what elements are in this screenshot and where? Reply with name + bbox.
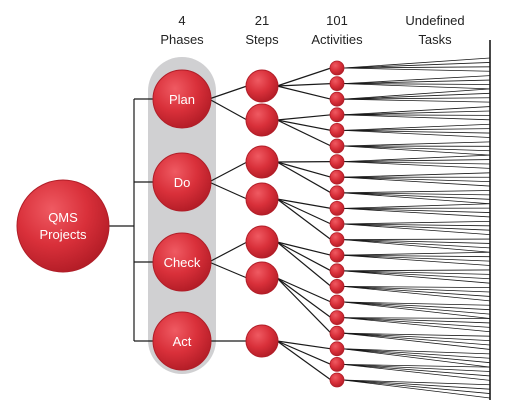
- activities-count: 101: [326, 13, 348, 28]
- phase-band: [148, 57, 216, 374]
- step-node[interactable]: [245, 261, 279, 295]
- activity-node[interactable]: [329, 356, 345, 372]
- phase-node-do[interactable]: Do: [152, 152, 212, 212]
- root-label-line2: Projects: [40, 227, 87, 242]
- phase-label: Do: [174, 175, 191, 190]
- steps-count: 21: [255, 13, 269, 28]
- activities-header: Activities: [311, 32, 363, 47]
- column-headers: 4 Phases 21 Steps 101 Activities Undefin…: [160, 13, 464, 47]
- activity-node[interactable]: [329, 263, 345, 279]
- phase-step-connectors: [208, 85, 248, 342]
- step-node[interactable]: [245, 103, 279, 137]
- activity-node[interactable]: [329, 76, 345, 91]
- root-node[interactable]: QMS Projects: [16, 179, 110, 273]
- tasks-header-line2: Tasks: [418, 32, 452, 47]
- phases-header: Phases: [160, 32, 204, 47]
- activity-node[interactable]: [329, 278, 345, 294]
- phase-label: Check: [164, 255, 201, 270]
- root-label-line1: QMS: [48, 210, 78, 225]
- activity-node[interactable]: [329, 325, 345, 341]
- activity-node[interactable]: [329, 60, 345, 76]
- activity-node[interactable]: [329, 310, 345, 326]
- phase-node-check[interactable]: Check: [152, 232, 212, 292]
- activity-node[interactable]: [329, 247, 345, 263]
- activity-nodes: [329, 60, 345, 388]
- activity-node[interactable]: [329, 154, 345, 170]
- activity-node[interactable]: [329, 91, 345, 107]
- steps-header: Steps: [245, 32, 279, 47]
- step-node[interactable]: [245, 145, 279, 179]
- activity-node[interactable]: [329, 372, 345, 388]
- step-activity-connectors: [276, 67, 332, 381]
- step-nodes: [245, 69, 279, 358]
- activity-node[interactable]: [329, 169, 345, 185]
- phase-node-plan[interactable]: Plan: [152, 69, 212, 129]
- activity-node[interactable]: [329, 216, 345, 232]
- step-node[interactable]: [245, 182, 279, 216]
- activity-node[interactable]: [329, 122, 345, 138]
- activity-task-fans: [342, 57, 491, 399]
- activity-node[interactable]: [329, 200, 345, 216]
- step-node[interactable]: [245, 324, 279, 358]
- activity-node[interactable]: [329, 107, 345, 123]
- activity-node[interactable]: [329, 232, 345, 248]
- step-node[interactable]: [245, 69, 279, 103]
- phase-label: Plan: [169, 92, 195, 107]
- root-connectors: [108, 98, 153, 342]
- activity-node[interactable]: [329, 138, 345, 154]
- activity-node[interactable]: [329, 341, 345, 357]
- phase-label: Act: [173, 334, 192, 349]
- activity-node[interactable]: [329, 185, 345, 201]
- tasks-header-line1: Undefined: [405, 13, 464, 28]
- step-node[interactable]: [245, 225, 279, 259]
- activity-node[interactable]: [329, 294, 345, 310]
- phase-node-act[interactable]: Act: [152, 311, 212, 371]
- phases-count: 4: [178, 13, 185, 28]
